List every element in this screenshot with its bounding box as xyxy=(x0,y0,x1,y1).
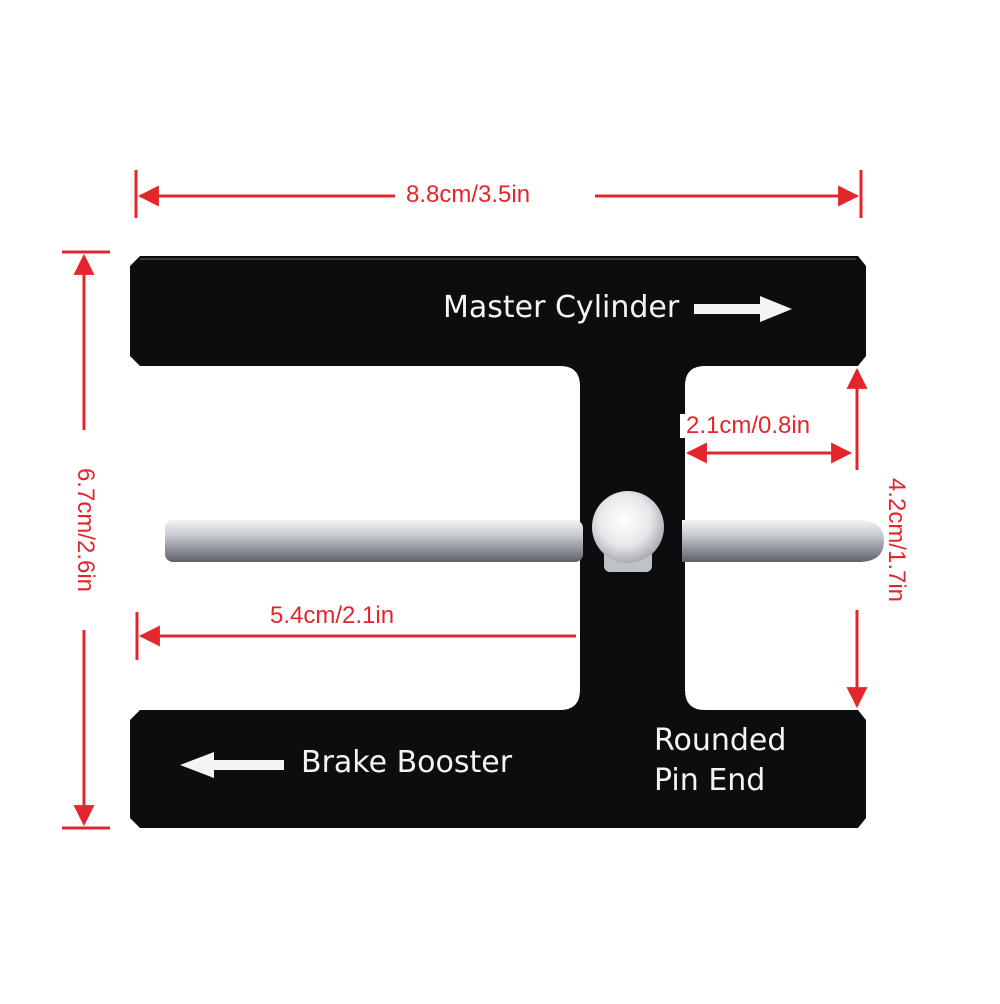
rounded-pin-end-line2: Pin End xyxy=(654,763,766,798)
slot-gap-label: 4.2cm/1.7in xyxy=(883,477,910,603)
left-span-label: 5.4cm/2.1in xyxy=(264,604,401,628)
dimension-overall-width xyxy=(134,170,863,218)
master-cylinder-label: Master Cylinder xyxy=(443,290,680,325)
brake-booster-arrow xyxy=(180,752,284,778)
overall-width-label: 8.8cm/3.5in xyxy=(400,183,537,207)
rounded-pin-end-label: Rounded Pin End xyxy=(654,721,786,801)
steel-pin xyxy=(165,520,884,562)
master-cylinder-arrow xyxy=(694,296,792,322)
tool-body xyxy=(130,256,866,828)
thumb-screw-knob xyxy=(592,491,664,572)
brake-booster-label: Brake Booster xyxy=(301,745,513,780)
dimension-overall-height xyxy=(62,250,110,830)
overall-height-label: 6.7cm/2.6in xyxy=(72,467,99,593)
rounded-pin-end-line1: Rounded xyxy=(654,723,787,758)
pin-reach-label: 2.1cm/0.8in xyxy=(680,414,817,438)
dimension-left-span xyxy=(135,612,576,660)
